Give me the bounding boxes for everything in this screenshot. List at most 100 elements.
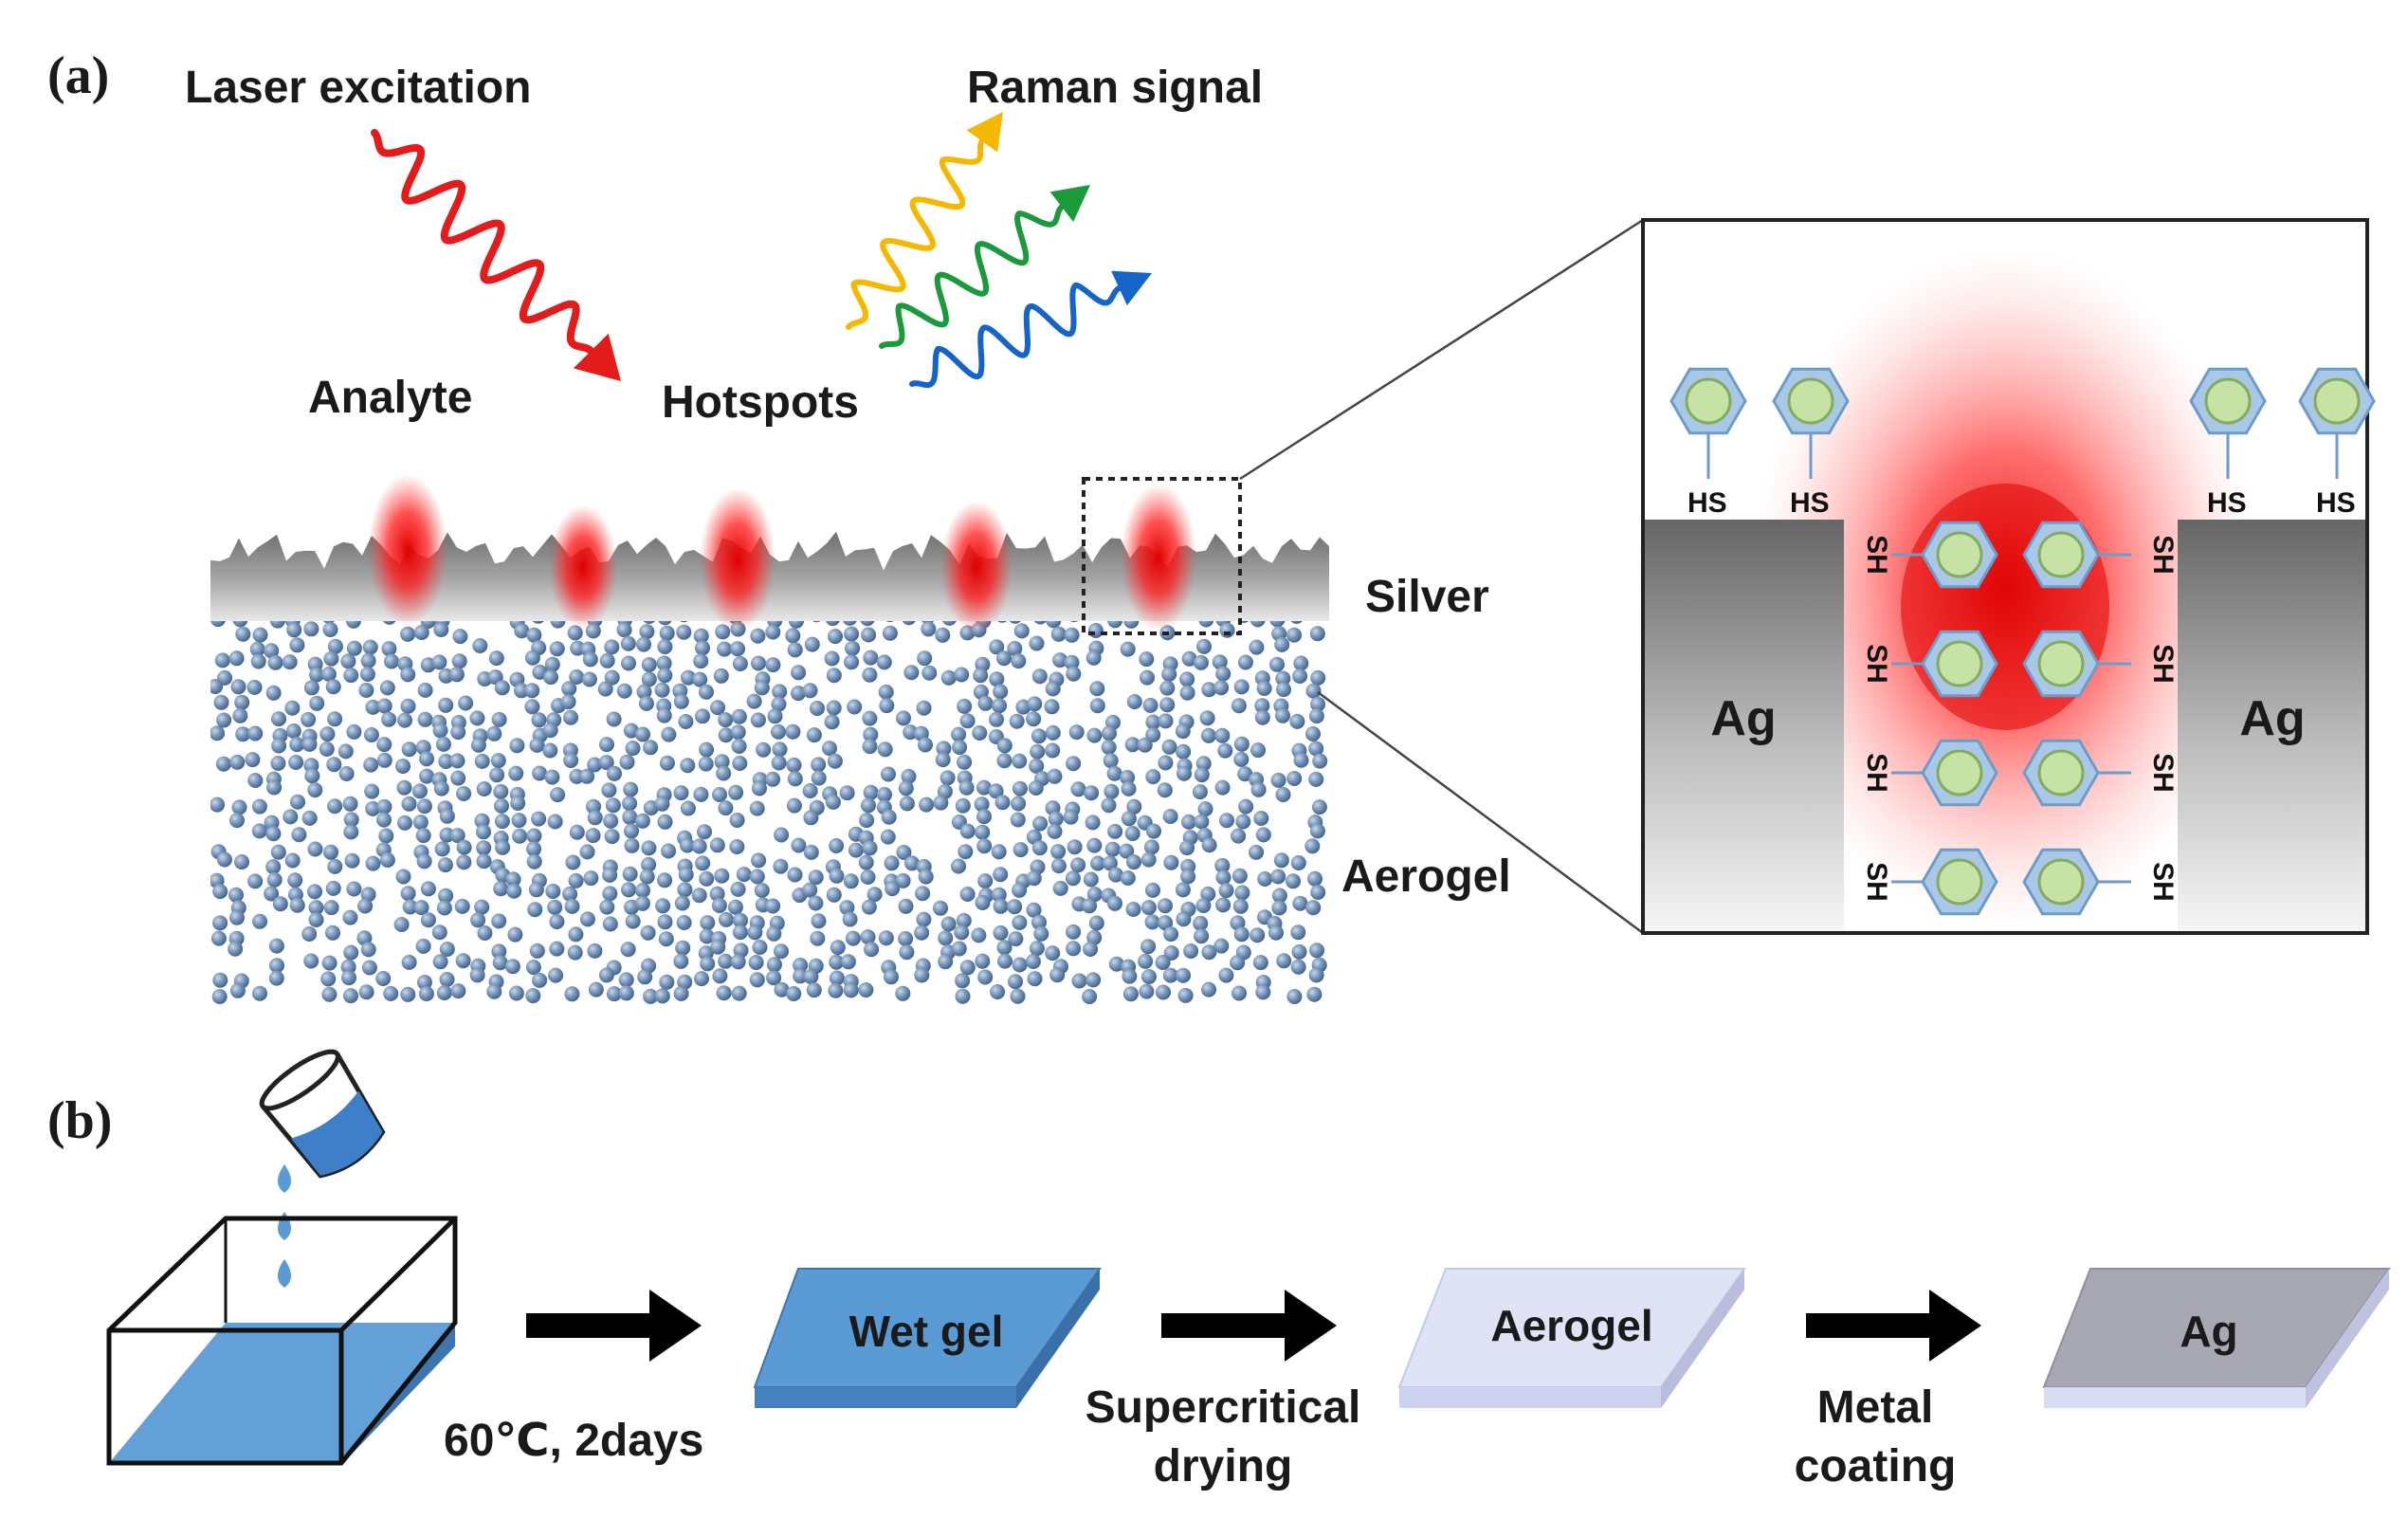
aerogel-particle bbox=[1231, 698, 1247, 714]
aerogel-particle bbox=[1175, 723, 1191, 740]
aerogel-particle bbox=[700, 956, 716, 972]
aerogel-particle bbox=[271, 711, 286, 727]
aerogel-particle bbox=[826, 700, 842, 716]
aerogel-particle bbox=[532, 972, 548, 988]
aerogel-particle bbox=[319, 741, 335, 757]
aerogel-particle bbox=[307, 884, 322, 900]
aerogel-particle bbox=[751, 852, 767, 869]
aerogel-particle bbox=[375, 971, 392, 986]
aerogel-particle bbox=[752, 780, 767, 796]
aerogel-particle bbox=[359, 667, 375, 682]
aerogel-particle bbox=[1027, 971, 1043, 987]
aerogel-particle bbox=[698, 756, 714, 772]
laser-excitation-label: Laser excitation bbox=[185, 63, 531, 113]
aerogel-particle bbox=[303, 621, 319, 637]
aerogel-particle bbox=[343, 824, 359, 840]
aerogel-particle bbox=[1008, 931, 1024, 947]
aerogel-particle bbox=[587, 810, 603, 826]
aerogel-particle bbox=[439, 942, 455, 957]
aerogel-particle bbox=[470, 912, 486, 928]
aerogel-particle bbox=[1126, 694, 1142, 709]
aerogel-particle bbox=[839, 785, 855, 801]
aerogel-particle bbox=[1044, 699, 1060, 715]
aerogel-particle bbox=[508, 985, 524, 1001]
aerogel-particle bbox=[1050, 858, 1067, 874]
aerogel-particle bbox=[433, 780, 449, 796]
aerogel-particle bbox=[304, 768, 320, 784]
aerogel-particle bbox=[1255, 984, 1271, 1000]
aerogel-particle bbox=[915, 886, 931, 902]
svg-text:SH: SH bbox=[2147, 862, 2179, 902]
aerogel-particle bbox=[448, 667, 465, 683]
aerogel-particle bbox=[267, 654, 283, 670]
aerogel-particle bbox=[618, 985, 634, 1001]
aerogel-particle bbox=[547, 899, 563, 915]
aerogel-particle bbox=[1007, 899, 1023, 915]
aerogel-particle bbox=[301, 711, 317, 727]
aerogel-particle bbox=[343, 944, 359, 961]
aerogel-particle bbox=[337, 743, 354, 760]
analyte-label: Analyte bbox=[308, 373, 472, 423]
aerogel-particle bbox=[1045, 945, 1061, 961]
aerogel-particle bbox=[845, 930, 861, 946]
aerogel-particle bbox=[605, 797, 621, 814]
aerogel-particle bbox=[529, 943, 545, 959]
aerogel-particle bbox=[634, 895, 650, 911]
aerogel-particle bbox=[878, 930, 894, 946]
aerogel-particle bbox=[214, 652, 230, 668]
aerogel-particle bbox=[450, 770, 466, 786]
aerogel-particle bbox=[506, 883, 522, 899]
aerogel-particle bbox=[749, 972, 765, 988]
aerogel-particle bbox=[437, 857, 453, 873]
aerogel-particle bbox=[411, 783, 428, 799]
aerogel-particle bbox=[550, 787, 566, 803]
aerogel-particle bbox=[486, 725, 502, 741]
aerogel-particle bbox=[898, 931, 914, 946]
aerogel-particle bbox=[901, 768, 917, 784]
aerogel-particle bbox=[637, 969, 653, 985]
aerogel-particle bbox=[877, 787, 892, 802]
aerogel-particle bbox=[641, 840, 657, 856]
aerogel-particle bbox=[419, 751, 434, 767]
aerogel-particle bbox=[680, 758, 696, 774]
aerogel-particle bbox=[718, 953, 734, 969]
aerogel-particle bbox=[974, 796, 990, 813]
aerogel-particle bbox=[879, 698, 895, 714]
aerogel-particle bbox=[975, 895, 991, 910]
aerogel-particle bbox=[1231, 985, 1247, 1001]
aerogel-particle bbox=[786, 986, 802, 1001]
aerogel-particle bbox=[714, 868, 730, 884]
aerogel-particle bbox=[1120, 770, 1136, 785]
aerogel-particle bbox=[1083, 871, 1099, 888]
hotspots-label: Hotspots bbox=[662, 377, 859, 428]
aerogel-particle bbox=[1199, 710, 1215, 726]
aerogel-particle bbox=[655, 898, 671, 914]
aerogel-particle bbox=[1086, 887, 1103, 903]
aerogel-particle bbox=[1291, 943, 1307, 960]
aerogel-particle bbox=[1271, 888, 1287, 904]
aerogel-particle bbox=[1064, 627, 1080, 643]
aerogel-particle bbox=[973, 668, 989, 684]
aerogel-particle bbox=[400, 986, 416, 1002]
aerogel-particle bbox=[806, 727, 822, 743]
aerogel-particle bbox=[602, 916, 618, 932]
aerogel-particle bbox=[996, 940, 1012, 956]
aerogel-particle bbox=[1286, 873, 1301, 889]
aerogel-particle bbox=[1252, 955, 1268, 971]
aerogel-particle bbox=[641, 657, 657, 672]
aerogel-particle bbox=[862, 840, 878, 856]
gap-molecule-row-1: SH SH bbox=[1861, 521, 2179, 589]
aerogel-particle bbox=[433, 622, 449, 637]
aerogel-particle bbox=[673, 985, 689, 1001]
aerogel-particle bbox=[509, 738, 525, 754]
aerogel-particle bbox=[774, 827, 790, 843]
aerogel-particle bbox=[959, 713, 976, 729]
aerogel-particle bbox=[1139, 983, 1155, 999]
aerogel-particle bbox=[338, 766, 355, 781]
aerogel-particle bbox=[951, 726, 967, 742]
aerogel-particle bbox=[709, 837, 725, 853]
aerogel-particle bbox=[656, 707, 672, 723]
aerogel-particle bbox=[1108, 867, 1123, 883]
aerogel-particle bbox=[880, 829, 896, 845]
